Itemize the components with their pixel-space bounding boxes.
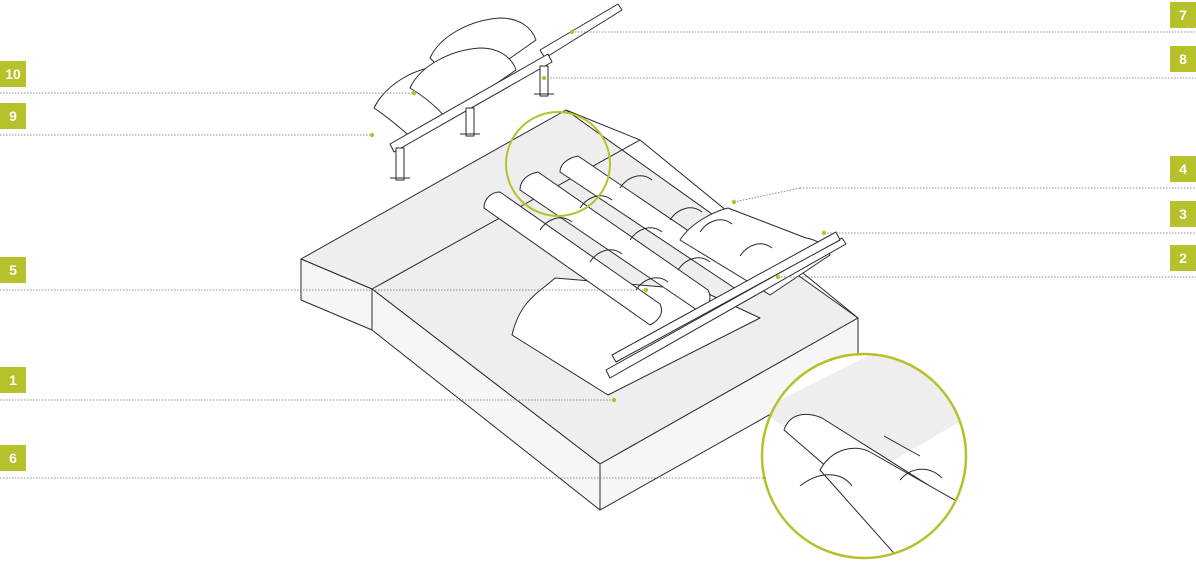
tile-hump: [539, 217, 573, 231]
tile-hump: [699, 219, 733, 233]
ridge-beam: [389, 53, 553, 153]
ridge-support-post: [465, 107, 475, 137]
ridge-tile-mid: [409, 47, 517, 119]
callout-badge-5: 5: [0, 257, 26, 283]
leader-dot: [775, 274, 781, 280]
callout-badge-10: 10: [0, 61, 26, 87]
tile-hump: [579, 195, 613, 209]
leader-dot: [369, 132, 375, 138]
leader-dot: [611, 397, 617, 403]
tile-rows: [483, 155, 755, 326]
eaves-comb: [611, 231, 841, 363]
leader-dot: [821, 230, 827, 236]
callout-badge-8: 8: [1170, 46, 1196, 72]
tile-hump: [589, 249, 623, 263]
tile-hump: [739, 243, 773, 257]
leader-dot: [643, 287, 649, 293]
ridge-batten: [539, 3, 623, 59]
ridge-assembly: [373, 3, 623, 181]
detail-marker-circle: [505, 111, 611, 217]
tile-hump: [669, 207, 703, 221]
tile-hump: [629, 227, 663, 241]
leader-4-b: [733, 187, 801, 203]
callout-badge-2: 2: [1170, 245, 1196, 271]
leader-dot: [411, 90, 417, 96]
callout-badge-9: 9: [0, 103, 26, 129]
callout-badge-1: 1: [0, 367, 26, 393]
callout-badge-3: 3: [1170, 201, 1196, 227]
leader-lines: [0, 31, 1196, 479]
tile-hump: [635, 277, 669, 291]
callout-badge-4: 4: [1170, 156, 1196, 182]
leader-dots: [369, 29, 827, 403]
callout-badge-6: 6: [0, 445, 26, 471]
ridge-support-post: [539, 65, 549, 97]
tile-hump: [619, 175, 653, 189]
zoom-detail-ring: [760, 352, 968, 560]
leader-dot: [569, 29, 575, 35]
ridge-support-post: [395, 147, 405, 181]
tile-hump: [677, 257, 711, 271]
leader-dot: [541, 75, 547, 81]
callout-badge-7: 7: [1170, 2, 1196, 28]
tile-row-a: [483, 191, 663, 326]
leader-dot: [731, 199, 737, 205]
